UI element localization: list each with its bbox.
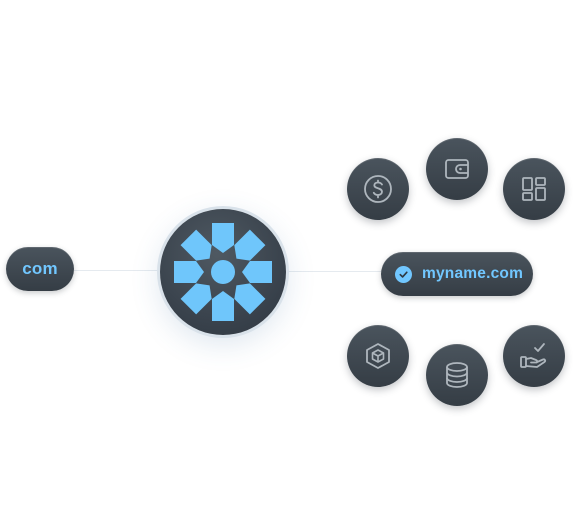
connector-left [74,270,160,271]
cube-node [347,325,409,387]
grid-node [503,158,565,220]
tld-pill: com [6,247,74,291]
check-circle-icon [395,265,412,283]
blue-flower-logo-icon [174,223,272,321]
wallet-node [426,138,488,200]
cube-icon [366,343,390,369]
database-icon [446,362,468,388]
tld-label: com [22,259,58,278]
grid-icon [522,177,546,201]
database-node [426,344,488,406]
dollar-icon [364,175,392,203]
hub-logo [160,209,286,335]
wallet-icon [445,159,469,179]
dollar-node [347,158,409,220]
connector-right [286,271,381,272]
domain-label: myname.com [422,265,524,282]
domain-pill: myname.com [381,252,533,296]
hand-check-node [503,325,565,387]
hand-check-icon [520,343,547,368]
